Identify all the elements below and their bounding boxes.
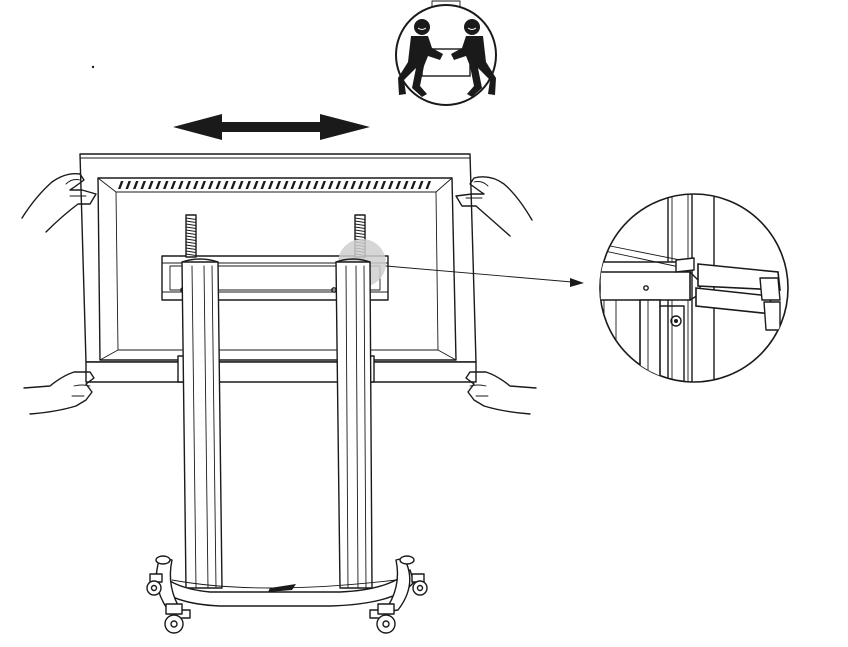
vent-slot bbox=[193, 181, 199, 189]
vent-slot bbox=[275, 181, 281, 189]
vent-slot bbox=[215, 181, 221, 189]
vent-slot bbox=[185, 181, 191, 189]
vent-slot bbox=[283, 181, 289, 189]
vent-slot bbox=[178, 181, 184, 189]
stand-base bbox=[151, 555, 415, 613]
rod-thread bbox=[185, 229, 197, 232]
vent-slot bbox=[223, 181, 229, 189]
vent-slot bbox=[395, 181, 401, 189]
rod-thread bbox=[354, 229, 366, 232]
rod-thread bbox=[354, 232, 366, 235]
vent-slot bbox=[290, 181, 296, 189]
vent-slots bbox=[118, 181, 431, 189]
vent-slot bbox=[140, 181, 146, 189]
rod-thread bbox=[185, 247, 197, 250]
rod-thread bbox=[185, 223, 197, 226]
rod-thread bbox=[185, 226, 197, 229]
vent-slot bbox=[380, 181, 386, 189]
vent-slot bbox=[163, 181, 169, 189]
hand-icon bbox=[21, 172, 537, 415]
vent-slot bbox=[208, 181, 214, 189]
rod-thread bbox=[354, 226, 366, 229]
rod-thread bbox=[185, 250, 197, 253]
vent-slot bbox=[350, 181, 356, 189]
vent-slot bbox=[320, 181, 326, 189]
double-headed-arrow-icon bbox=[173, 114, 370, 140]
vent-slot bbox=[230, 181, 236, 189]
vent-slot bbox=[410, 181, 416, 189]
vent-slot bbox=[155, 181, 161, 189]
rod-thread bbox=[354, 217, 366, 220]
vent-slot bbox=[260, 181, 266, 189]
rod-thread bbox=[185, 232, 197, 235]
rod-thread bbox=[185, 235, 197, 238]
rod-thread bbox=[354, 220, 366, 223]
rod-thread bbox=[185, 217, 197, 220]
vent-slot bbox=[373, 181, 379, 189]
rod-thread bbox=[185, 241, 197, 244]
rod-thread bbox=[354, 223, 366, 226]
vent-slot bbox=[365, 181, 371, 189]
vent-slot bbox=[403, 181, 409, 189]
callout-leader-line bbox=[385, 265, 584, 287]
two-person-lift-icon bbox=[395, 0, 497, 106]
vent-slot bbox=[133, 181, 139, 189]
vent-slot bbox=[170, 181, 176, 189]
vent-slot bbox=[253, 181, 259, 189]
rod-thread bbox=[185, 238, 197, 241]
vent-slot bbox=[238, 181, 244, 189]
vent-slot bbox=[328, 181, 334, 189]
caster-wheels bbox=[146, 573, 428, 634]
vent-slot bbox=[425, 181, 431, 189]
magnified-detail-icon bbox=[599, 193, 789, 383]
vent-slot bbox=[418, 181, 424, 189]
rod-thread bbox=[185, 253, 197, 256]
vent-slot bbox=[245, 181, 251, 189]
vent-slot bbox=[125, 181, 131, 189]
vent-slot bbox=[335, 181, 341, 189]
vent-slot bbox=[305, 181, 311, 189]
vent-slot bbox=[118, 181, 124, 189]
stray-dot bbox=[91, 65, 95, 69]
rod-thread bbox=[185, 244, 197, 247]
vent-slot bbox=[200, 181, 206, 189]
vent-slot bbox=[148, 181, 154, 189]
rod-thread bbox=[185, 220, 197, 223]
vent-slot bbox=[343, 181, 349, 189]
stand-columns bbox=[181, 258, 373, 589]
vent-slot bbox=[358, 181, 364, 189]
vent-slot bbox=[388, 181, 394, 189]
vent-slot bbox=[298, 181, 304, 189]
vent-slot bbox=[268, 181, 274, 189]
vent-slot bbox=[313, 181, 319, 189]
rod-thread bbox=[354, 235, 366, 238]
